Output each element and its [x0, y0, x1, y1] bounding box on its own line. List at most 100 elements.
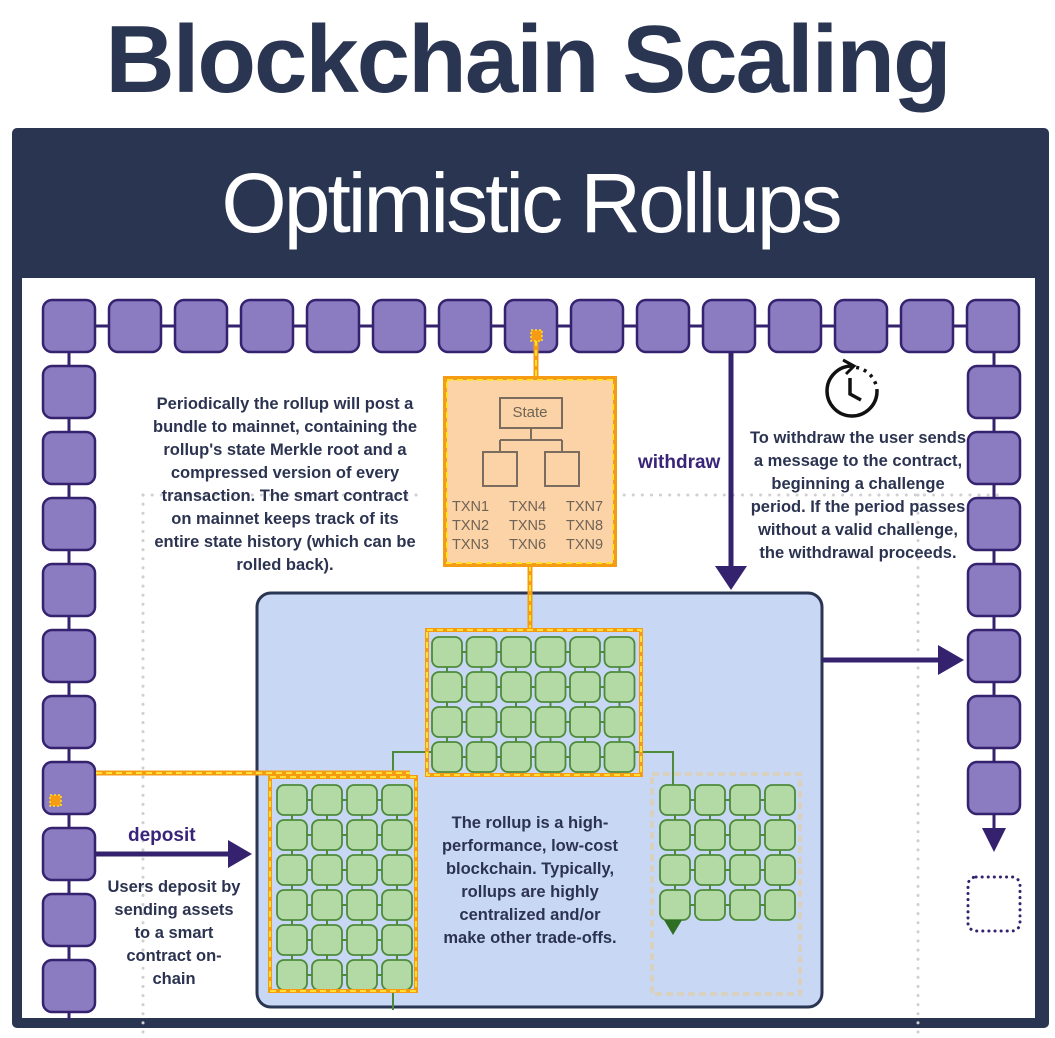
withdraw-description: To withdraw the user sends a message to … — [749, 429, 967, 562]
rollup-block — [694, 819, 726, 851]
transaction-id: TXN2 — [452, 518, 490, 534]
rollup-block — [764, 819, 796, 851]
transaction-id: TXN4 — [509, 499, 547, 515]
rollup-block — [534, 741, 567, 773]
mainnet-block — [767, 298, 823, 354]
rollup-block — [659, 889, 691, 921]
mainnet-block — [437, 298, 493, 354]
mainnet-block — [701, 298, 757, 354]
rollup-block — [381, 854, 413, 886]
rollup-block — [694, 854, 726, 886]
mainnet-block — [41, 430, 97, 486]
state-bundle-dash — [446, 379, 614, 564]
page-title: Blockchain Scaling — [105, 6, 951, 113]
mainnet-block — [503, 298, 559, 354]
rollup-block — [500, 741, 532, 773]
mainnet-block — [305, 298, 361, 354]
bundle-description: Periodically the rollup will post a bund… — [153, 395, 417, 574]
rollup-block — [276, 784, 308, 816]
rollup-block — [311, 819, 343, 851]
mainnet-block — [635, 298, 691, 354]
transaction-id: TXN5 — [509, 518, 547, 534]
rollup-block — [729, 854, 761, 886]
rollup-block — [659, 819, 691, 851]
rollup-block — [465, 636, 498, 668]
mainnet-block — [966, 496, 1022, 552]
merkle-branches — [499, 428, 563, 452]
rollup-block — [346, 854, 378, 886]
merkle-leaf — [544, 451, 580, 487]
rollup-block — [764, 889, 796, 921]
mainnet-block — [833, 298, 889, 354]
rollup-block — [603, 636, 636, 668]
mainnet-block — [41, 496, 97, 552]
rollup-description: The rollup is a high-performance, low-co… — [441, 814, 619, 947]
transaction-id: TXN7 — [566, 499, 604, 515]
transaction-id: TXN1 — [452, 499, 490, 515]
mainnet-block — [371, 298, 427, 354]
rollup-block — [729, 819, 761, 851]
mainnet-chain — [41, 298, 1022, 1020]
mainnet-block — [569, 298, 625, 354]
merkle-leaf — [482, 451, 518, 487]
mainnet-block — [966, 760, 1022, 816]
rollup-block — [431, 636, 463, 668]
rollup-block — [346, 819, 378, 851]
rollup-block — [311, 959, 343, 991]
rollup-block — [603, 671, 636, 703]
rollup-block — [534, 671, 567, 703]
rollup-block — [346, 889, 378, 921]
rollup-block — [381, 924, 413, 956]
pending-block-icon — [966, 875, 1022, 933]
mainnet-block — [41, 826, 97, 882]
rollup-block — [659, 784, 691, 816]
rollup-block — [500, 706, 532, 738]
rollup-block — [694, 889, 726, 921]
mainnet-block — [41, 628, 97, 684]
chain-end-arrow-icon — [982, 828, 1006, 852]
rollup-block — [276, 854, 308, 886]
rollup-block — [465, 741, 498, 773]
rollup-block — [381, 819, 413, 851]
withdraw-arrow-head-icon — [715, 566, 747, 590]
overlay — [49, 329, 964, 993]
mainnet-block — [107, 298, 163, 354]
clock-hands — [848, 378, 862, 402]
rollup-block — [500, 636, 532, 668]
rollup-block — [603, 706, 636, 738]
transaction-id: TXN9 — [566, 537, 604, 553]
state-root-label: State — [512, 404, 548, 421]
rollup-block — [764, 854, 796, 886]
rollup-block — [311, 854, 343, 886]
clock-arc — [825, 364, 879, 418]
rollup-block — [431, 671, 463, 703]
mainnet-block — [965, 298, 1021, 354]
bundle-marker — [530, 329, 543, 342]
rollup-link — [392, 751, 432, 1010]
pending-batch-outline — [650, 772, 802, 996]
rollup-block — [603, 741, 636, 773]
rollup-block — [569, 706, 601, 738]
diagram-subtitle: Optimistic Rollups — [221, 156, 842, 250]
state-bundle — [443, 376, 617, 567]
rollup-block — [500, 671, 532, 703]
rollup-block — [465, 706, 498, 738]
mainnet-block — [173, 298, 229, 354]
rollup-block — [729, 889, 761, 921]
deposit-arrow-head-icon — [228, 840, 252, 868]
deposit-batch-dash — [269, 776, 417, 992]
mainnet-block — [966, 694, 1022, 750]
withdraw-label: withdraw — [638, 452, 721, 473]
rollup-block — [311, 924, 343, 956]
rollup-block — [346, 959, 378, 991]
clock-arc-dotted — [851, 365, 879, 393]
rollup-block — [276, 819, 308, 851]
deposit-marker — [49, 794, 62, 807]
mainnet-block — [41, 892, 97, 948]
rollup-block — [431, 706, 463, 738]
rollup-block — [311, 784, 343, 816]
mainnet-block — [41, 694, 97, 750]
mainnet-block — [966, 430, 1022, 486]
rollup-chain-end-arrow-icon — [664, 920, 682, 935]
